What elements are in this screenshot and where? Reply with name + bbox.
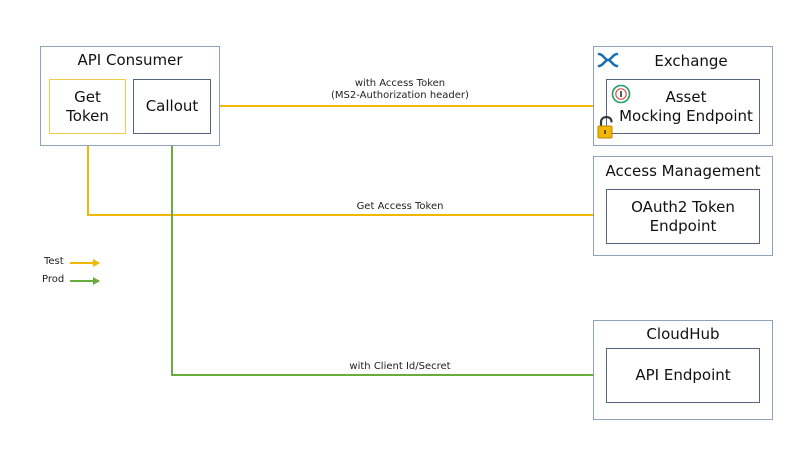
asset-line2: Mocking Endpoint [619, 106, 753, 125]
asset-line1: Asset [665, 87, 707, 106]
oauth2-token-endpoint-box: OAuth2 Token Endpoint [606, 189, 760, 244]
edge-callout-to-api [171, 134, 605, 379]
access-management-title: Access Management [605, 162, 761, 180]
exchange-logo-icon [597, 52, 619, 68]
edge-label-access-token-line2: (MS2-Authorization header) [331, 90, 469, 101]
oauth-line1: OAuth2 Token [631, 197, 735, 216]
cloudhub-title: CloudHub [646, 325, 720, 343]
legend-prod-label: Prod [42, 274, 65, 285]
mock-service-icon [611, 84, 631, 104]
edge-label-client-id: with Client Id/Secret [349, 361, 451, 372]
callout-label: Callout [145, 97, 199, 115]
get-token-line2: Token [66, 106, 109, 125]
asset-mocking-endpoint-box: Asset Mocking Endpoint [606, 79, 760, 134]
edge-gettoken-to-oauth [87, 134, 603, 219]
get-token-line1: Get [74, 87, 101, 106]
api-endpoint-box: API Endpoint [606, 348, 760, 403]
edge-label-access-token-line1: with Access Token [354, 78, 446, 89]
edge-label-get-access-token: Get Access Token [356, 201, 444, 212]
exchange-title: Exchange [654, 52, 728, 70]
get-token-box: Get Token [49, 79, 126, 134]
callout-box: Callout [133, 79, 211, 134]
open-lock-icon [597, 116, 613, 139]
legend-test-label: Test [44, 256, 64, 267]
oauth-line2: Endpoint [649, 216, 717, 235]
api-consumer-title: API Consumer [77, 51, 183, 69]
api-endpoint-label: API Endpoint [635, 366, 731, 384]
edge-label-access-token: with Access Token (MS2-Authorization hea… [310, 78, 490, 102]
